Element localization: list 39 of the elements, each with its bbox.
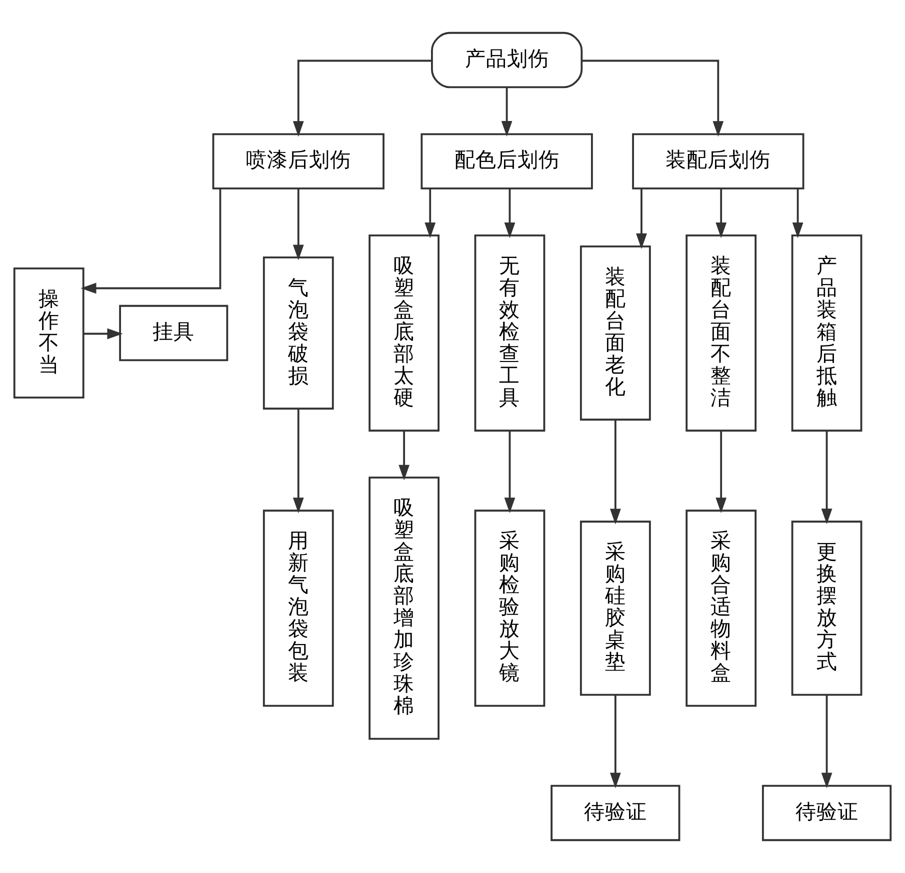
node-box: 待验证 <box>762 784 892 842</box>
node-box: 挂具 <box>119 304 228 362</box>
arrow <box>636 188 647 250</box>
arrow <box>610 420 621 524</box>
node-box: 采购检验放大镜 <box>474 510 546 707</box>
arrow <box>716 430 727 514</box>
arrow <box>292 188 304 260</box>
arrow <box>398 430 410 480</box>
arrow <box>292 60 432 137</box>
node-box: 装配台面老化 <box>580 245 651 421</box>
node-box: 操作不当 <box>13 268 84 399</box>
node-box: 更换摆放方式 <box>791 520 862 696</box>
node-box: 吸塑盒底部增加珍珠棉 <box>368 476 440 740</box>
node-box: 装配台面不整洁 <box>686 234 757 432</box>
arrow <box>792 188 804 238</box>
node-box: 采购硅胶桌垫 <box>580 520 651 696</box>
arrow <box>716 188 727 238</box>
node-box: 采购合适物料盒 <box>686 510 757 707</box>
node-box: 产品装箱后抵触 <box>791 234 862 432</box>
node-box: 待验证 <box>550 784 680 842</box>
arrow <box>610 695 621 788</box>
arrow <box>424 188 436 238</box>
node-box: 无有效检查工具 <box>474 234 546 432</box>
arrow <box>80 188 222 294</box>
node-box: 吸塑盒底部太硬 <box>368 234 440 432</box>
node-box: 产品划伤 <box>431 32 583 88</box>
arrow <box>501 88 512 137</box>
node-box: 喷漆后划伤 <box>212 133 384 190</box>
node-box: 配色后划伤 <box>420 133 593 190</box>
arrow <box>292 408 304 514</box>
arrow <box>504 430 516 514</box>
node-box: 气泡袋破损 <box>262 256 334 410</box>
arrow <box>582 60 724 137</box>
arrow <box>504 188 516 238</box>
arrow <box>84 328 123 340</box>
arrow <box>821 695 832 788</box>
node-box: 用新气泡袋包装 <box>262 510 334 707</box>
arrow <box>821 430 832 524</box>
node-box: 装配后划伤 <box>632 133 804 190</box>
